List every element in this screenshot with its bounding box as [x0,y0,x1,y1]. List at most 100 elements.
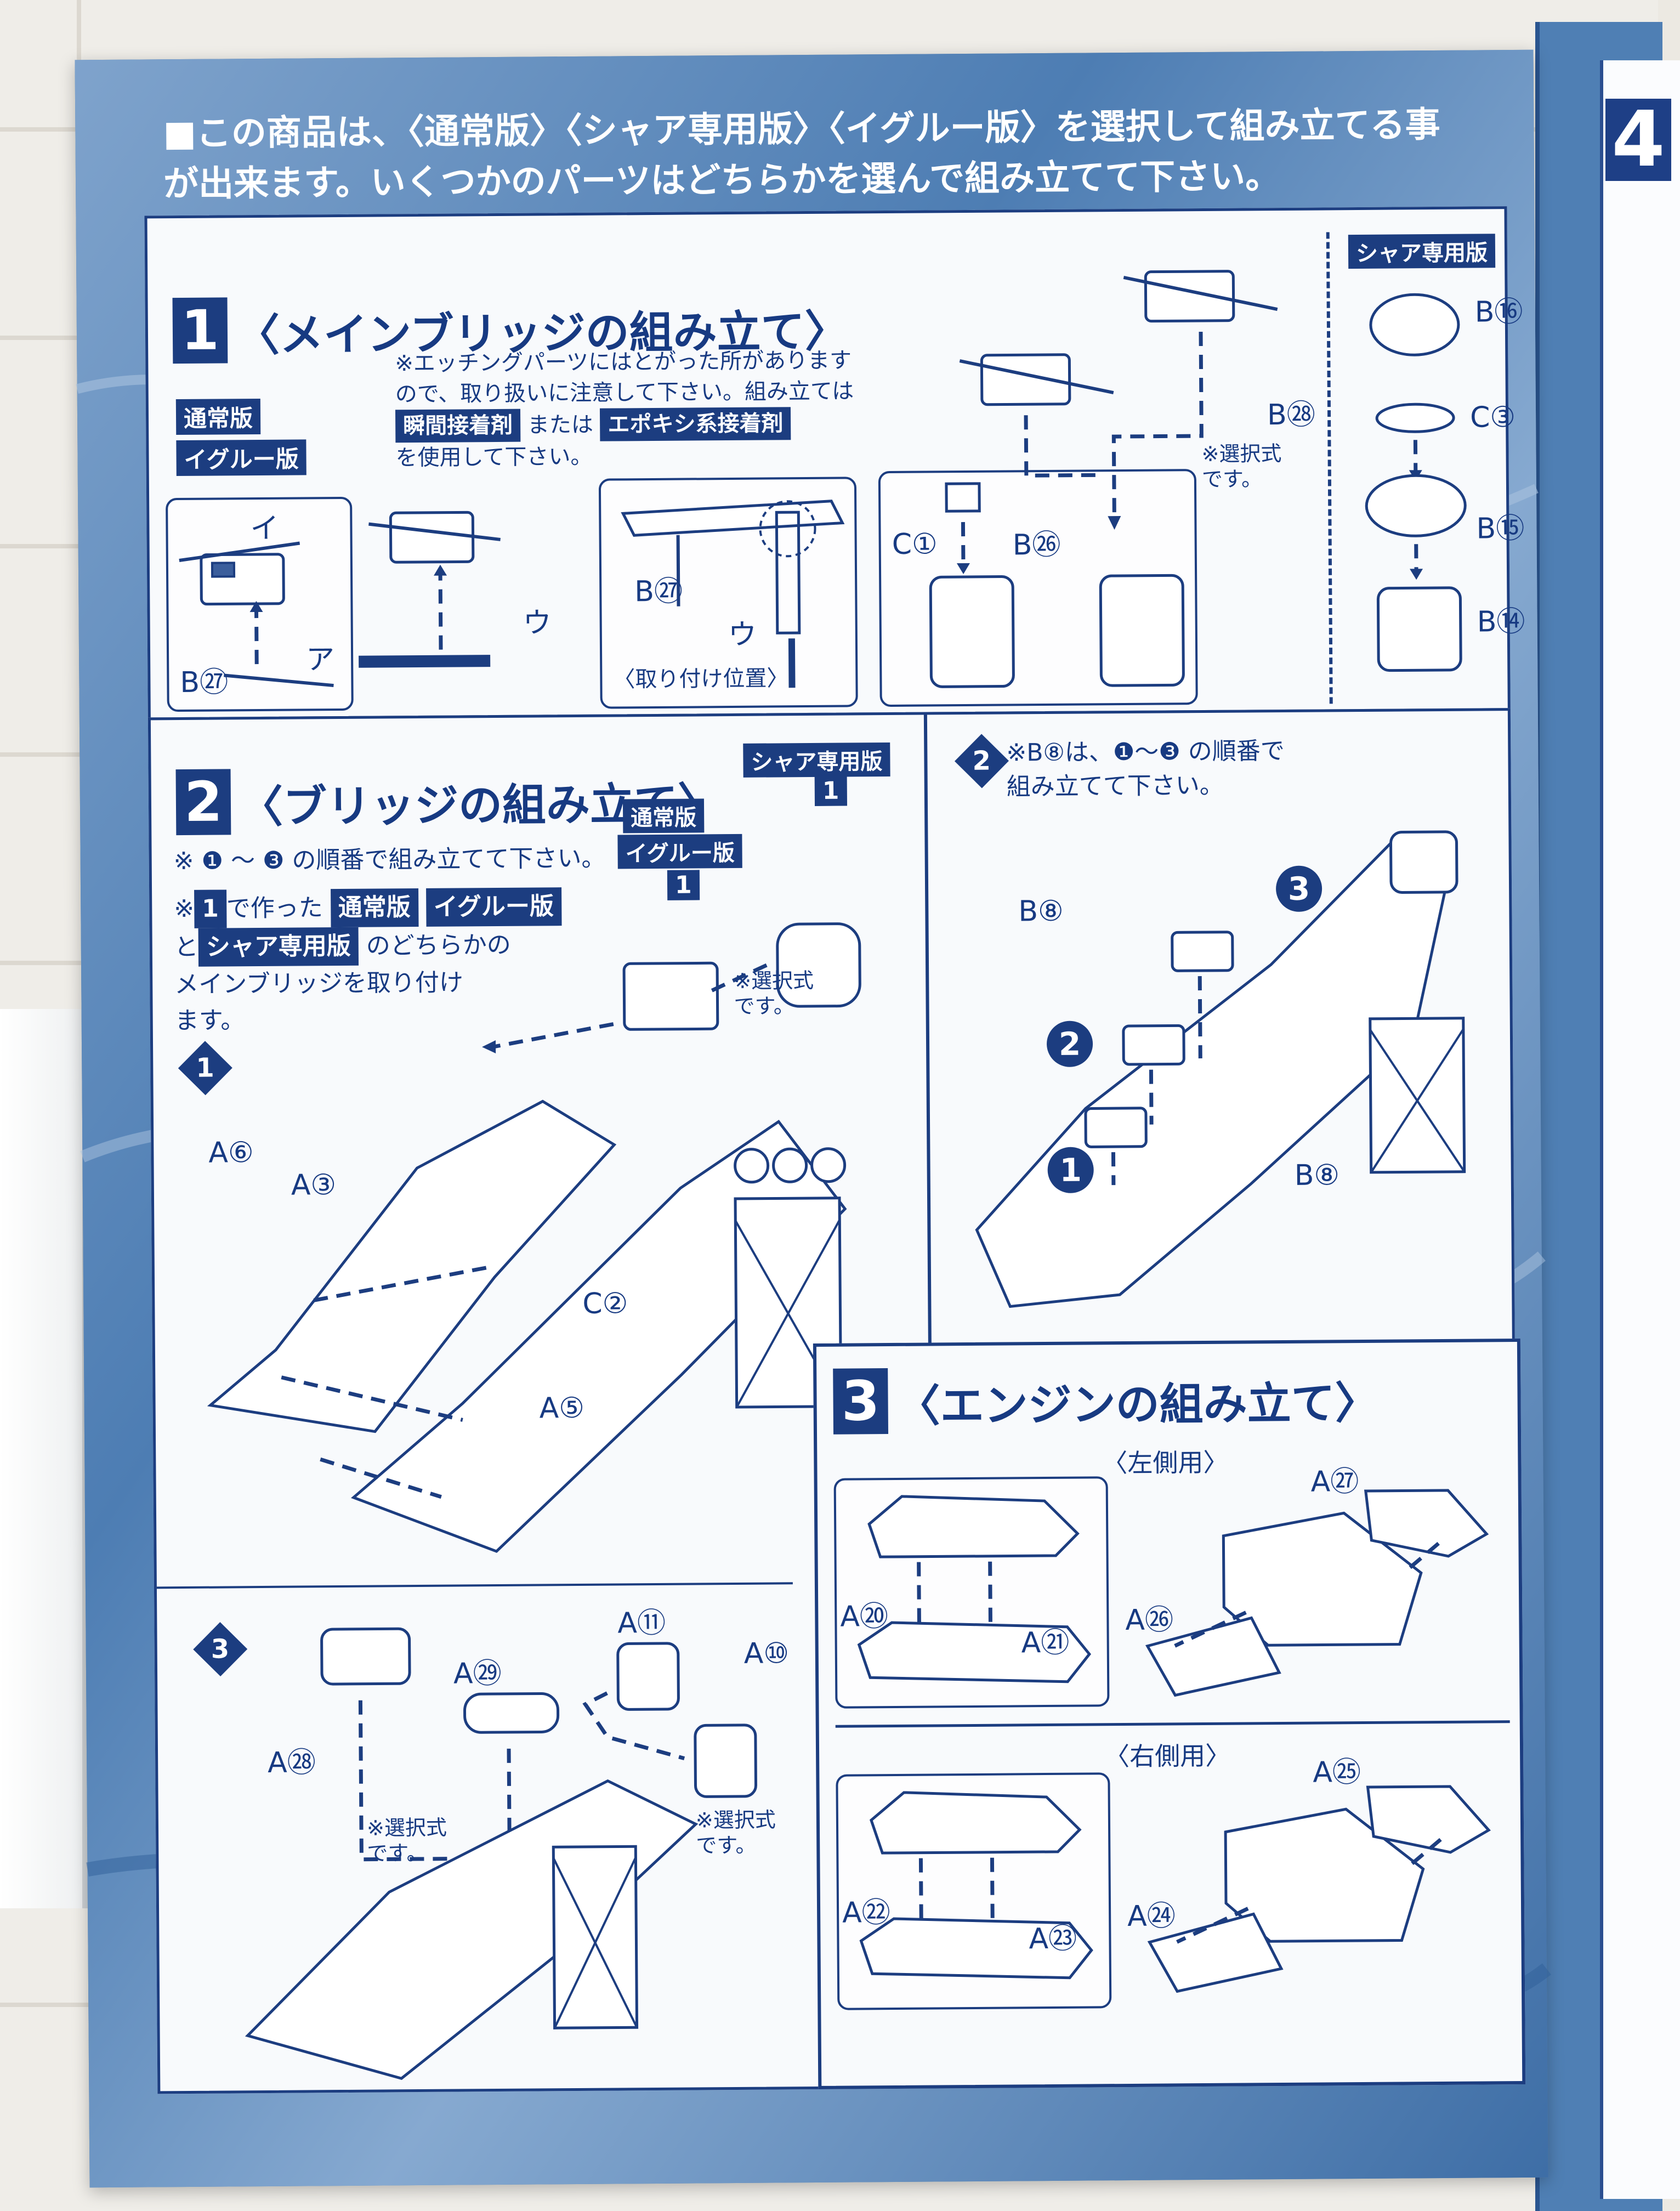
label-a3: A③ [291,1169,337,1202]
step1-note: ※エッチングパーツにはとがった所があります ので、取り扱いに注意して下さい。組み… [395,344,944,473]
header-line-1: ■この商品は、〈通常版〉〈シャア専用版〉〈イグルー版〉を選択して組み立てる事 [163,104,1440,155]
left-white-object [0,1009,88,1908]
top-badge-igloo: イグルー版 [617,834,743,869]
label-a27: A㉗ [1310,1465,1359,1499]
step3-panel: 3 〈エンジンの組み立て〉 〈左側用〉 A⑳ A㉑ A㉗ A㉖ 〈右側用〉 [813,1338,1526,2089]
substep-2-marker: 2 [954,734,1009,789]
step3-title: 〈エンジンの組み立て〉 [896,1377,1379,1432]
label-i: イ [250,512,279,546]
label-u-mount: ウ [728,618,757,652]
step1-note-line-glue: 瞬間接着剤 または エポキシ系接着剤 [395,406,944,443]
step3-number: 3 [833,1368,889,1435]
engine-right-sub [836,1772,1112,2010]
label-a25: A㉕ [1313,1756,1361,1789]
normal-bridge-drawing [929,482,1185,688]
step1-version-badges: 通常版 イグルー版 [175,398,307,477]
label-a20: A⑳ [840,1600,889,1634]
label-a23: A㉓ [1029,1922,1077,1956]
step2b-note-line2: 組み立てて下さい。 [1006,771,1224,801]
header-line-2: が出来ます。いくつかのパーツはどちらかを選んで組み立てて下さい。 [163,156,1281,205]
step1-note-line3: を使用して下さい。 [395,444,593,471]
glue-badge-epoxy: エポキシ系接着剤 [600,407,791,441]
step2c-select-right-line1: ※選択式 [695,1807,776,1833]
step2-select-option: ※選択式 です。 [734,968,814,1019]
step2b-note: ※B⑧は、❶～❸ の順番で 組み立てて下さい。 [1006,734,1285,804]
instruction-manual-page: ■この商品は、〈通常版〉〈シャア専用版〉〈イグルー版〉を選択して組み立てる事 が… [75,49,1551,2188]
label-a10: A⑩ [743,1637,790,1670]
step2c-select-left-line2: です。 [367,1840,428,1866]
select-line1: ※選択式 [1201,441,1282,467]
engine-divider [835,1720,1510,1728]
label-a21: A㉑ [1021,1626,1070,1660]
note-or: または [527,412,594,438]
label-a26: A㉖ [1125,1603,1174,1637]
label-a24: A㉔ [1127,1900,1176,1934]
step2c-select-left: ※選択式 です。 [367,1815,447,1866]
step1-note-line1: ※エッチングパーツにはとがった所があります [395,348,852,377]
step2-select-line2: です。 [734,994,794,1018]
step2-number: 2 [175,769,231,836]
engine-left-assembly-drawing [1145,1489,1489,1697]
label-a29: A㉙ [453,1657,502,1691]
engine-right-assembly-drawing [1147,1785,1491,1993]
top-badge-char: シャア専用版 [743,742,890,778]
badge-igloo: イグルー版 [176,439,307,477]
label-a11: A⑪ [617,1606,666,1640]
label-a28: A㉘ [267,1746,316,1779]
order-num-2: 2 [1046,1021,1093,1068]
order-num-1: 1 [1047,1147,1094,1193]
label-u: ウ [523,606,552,640]
label-b27-mount: B㉗ [634,575,683,609]
label-a: ア [305,643,335,677]
engine-right-inner-drawing [859,1791,1093,1980]
step1-sub-etching: イ ア B㉗ [166,496,354,712]
upper-bridge-drawing [959,270,1278,530]
step1-number: 1 [172,297,228,364]
label-select-option: ※選択式 です。 [1201,441,1281,492]
badge-normal: 通常版 [175,398,261,435]
final-bridge-drawing [245,1627,757,2080]
top-badge-normal: 通常版 [622,798,705,834]
step2c-select-right: ※選択式 です。 [696,1807,776,1858]
label-b8-top: B⑧ [1018,894,1064,928]
step2-select-line1: ※選択式 [734,968,814,993]
next-step-number: 4 [1605,99,1671,181]
mount-position-drawing [621,500,845,688]
top-num-box-char: 1 [814,775,847,806]
badge-char: シャア専用版 [1348,234,1496,269]
label-a22: A㉒ [842,1896,890,1930]
step2b-note-line1: ※B⑧は、❶～❸ の順番で [1006,736,1285,767]
substep-2-label: 2 [972,745,991,776]
engine-left-sub [833,1476,1110,1709]
label-a5: A⑤ [539,1391,585,1425]
step2c-select-left-line1: ※選択式 [366,1815,447,1840]
next-page-edge: 4 [1535,22,1680,2211]
char-bridge-drawing [1365,293,1467,672]
next-page-panel [1600,60,1680,2199]
order-num-3: 3 [1275,865,1323,912]
label-a6: A⑥ [208,1136,254,1170]
select-line2: です。 [1201,467,1263,492]
label-b8-bottom: B⑧ [1294,1159,1340,1192]
label-b28: B㉘ [1267,398,1315,432]
intro-header: ■この商品は、〈通常版〉〈シャア専用版〉〈イグルー版〉を選択して組み立てる事 が… [163,99,1501,209]
bridge-part-drawing [179,541,334,688]
glue-badge-instant: 瞬間接着剤 [395,409,521,443]
step2-divider-h [156,1582,793,1589]
label-c2: C② [582,1287,628,1320]
engine-left-inner-drawing [857,1495,1092,1683]
step2-order-note: ※ ❶ ～ ❸ の順番で組み立てて下さい。 [173,844,606,876]
step1-sub-normal-bridge: C① B㉖ [878,469,1198,707]
label-b15: B⑮ [1476,512,1525,546]
step2c-select-right-line2: です。 [696,1833,757,1858]
step1-panel: 1 〈メインブリッジの組み立て〉 ※エッチングパーツにはとがった所があります の… [144,206,1525,721]
label-b16: B⑯ [1474,295,1523,329]
label-b27: B㉗ [180,666,229,700]
step1-note-line2: ので、取り扱いに注意して下さい。組み立ては [395,378,854,407]
bridge-assembled-drawing [359,511,501,668]
step1-sub-mount-position: B㉗ ウ 〈取り付け位置〉 [598,477,858,709]
label-c3: C③ [1469,401,1516,434]
label-mount-position: 〈取り付け位置〉 [613,666,789,693]
label-b14: B⑭ [1477,605,1525,639]
